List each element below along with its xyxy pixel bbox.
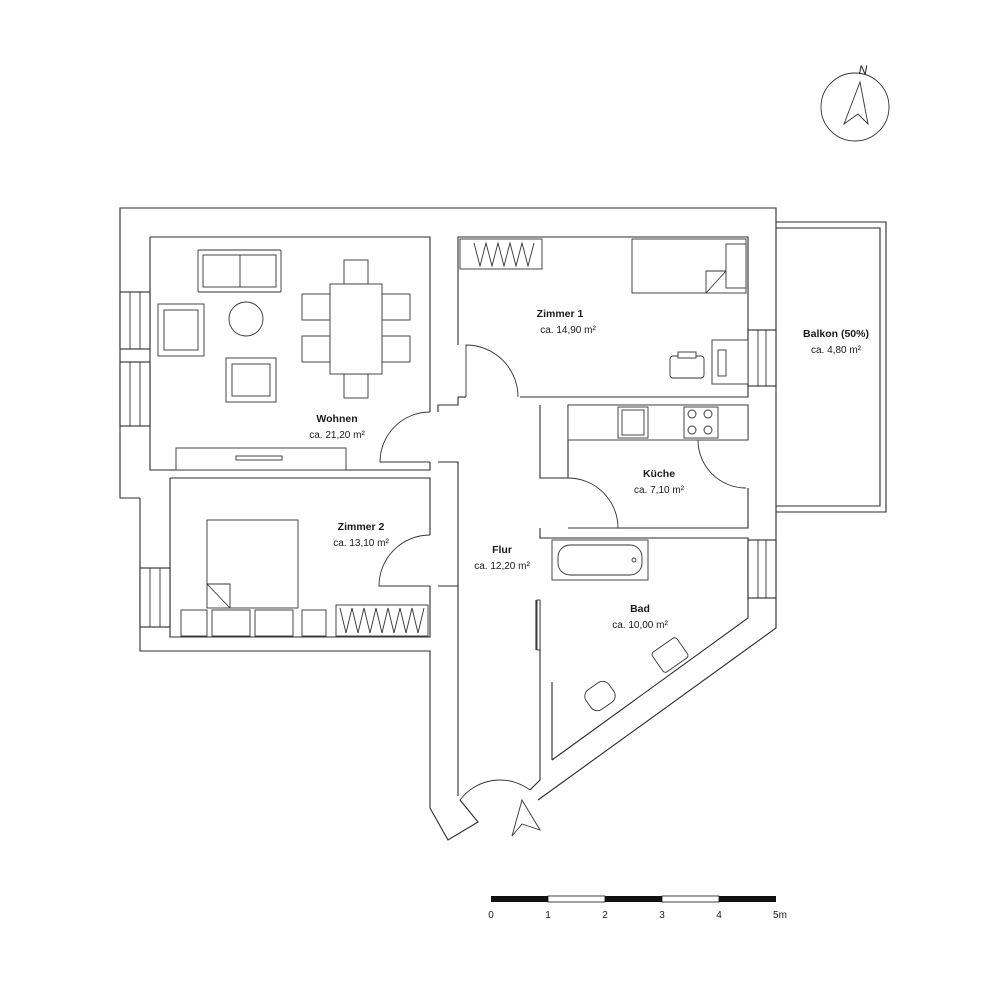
scale-label-3: 3 [659,910,665,921]
zimmer2-furniture [180,519,429,637]
windows [119,291,777,628]
wohnen-furniture [157,249,411,471]
room-label-bad: Bad [630,603,650,615]
room-area-zimmer2: ca. 13,10 m² [333,538,389,549]
scale-bar: 0 1 2 3 4 5m [488,895,787,921]
scale-label-4: 4 [716,910,722,921]
compass: N [820,63,890,142]
room-area-zimmer1: ca. 14,90 m² [540,325,596,336]
scale-label-5m: 5m [773,910,787,921]
room-label-balkon: Balkon (50%) [803,328,869,340]
room-area-kueche: ca. 7,10 m² [634,485,685,496]
room-area-flur: ca. 12,20 m² [474,561,530,572]
scale-label-2: 2 [602,910,608,921]
room-labels: Wohnen ca. 21,20 m² Zimmer 1 ca. 14,90 m… [309,308,869,631]
balcony [776,221,887,513]
room-label-kueche: Küche [643,468,675,480]
room-label-zimmer2: Zimmer 2 [338,521,385,533]
doors [378,344,748,801]
room-label-zimmer1: Zimmer 1 [537,308,584,320]
scale-label-1: 1 [545,910,551,921]
room-area-bad: ca. 10,00 m² [612,620,668,631]
room-area-wohnen: ca. 21,20 m² [309,430,365,441]
kueche-furniture [567,404,749,441]
north-arrow-icon [843,80,869,126]
room-label-wohnen: Wohnen [316,413,357,425]
scale-label-0: 0 [488,910,494,921]
north-label: N [859,63,868,77]
entrance-arrow-icon [511,798,542,837]
bad-furniture [551,539,689,712]
zimmer1-furniture [459,238,749,385]
room-label-flur: Flur [492,544,512,556]
room-area-balkon: ca. 4,80 m² [811,345,862,356]
